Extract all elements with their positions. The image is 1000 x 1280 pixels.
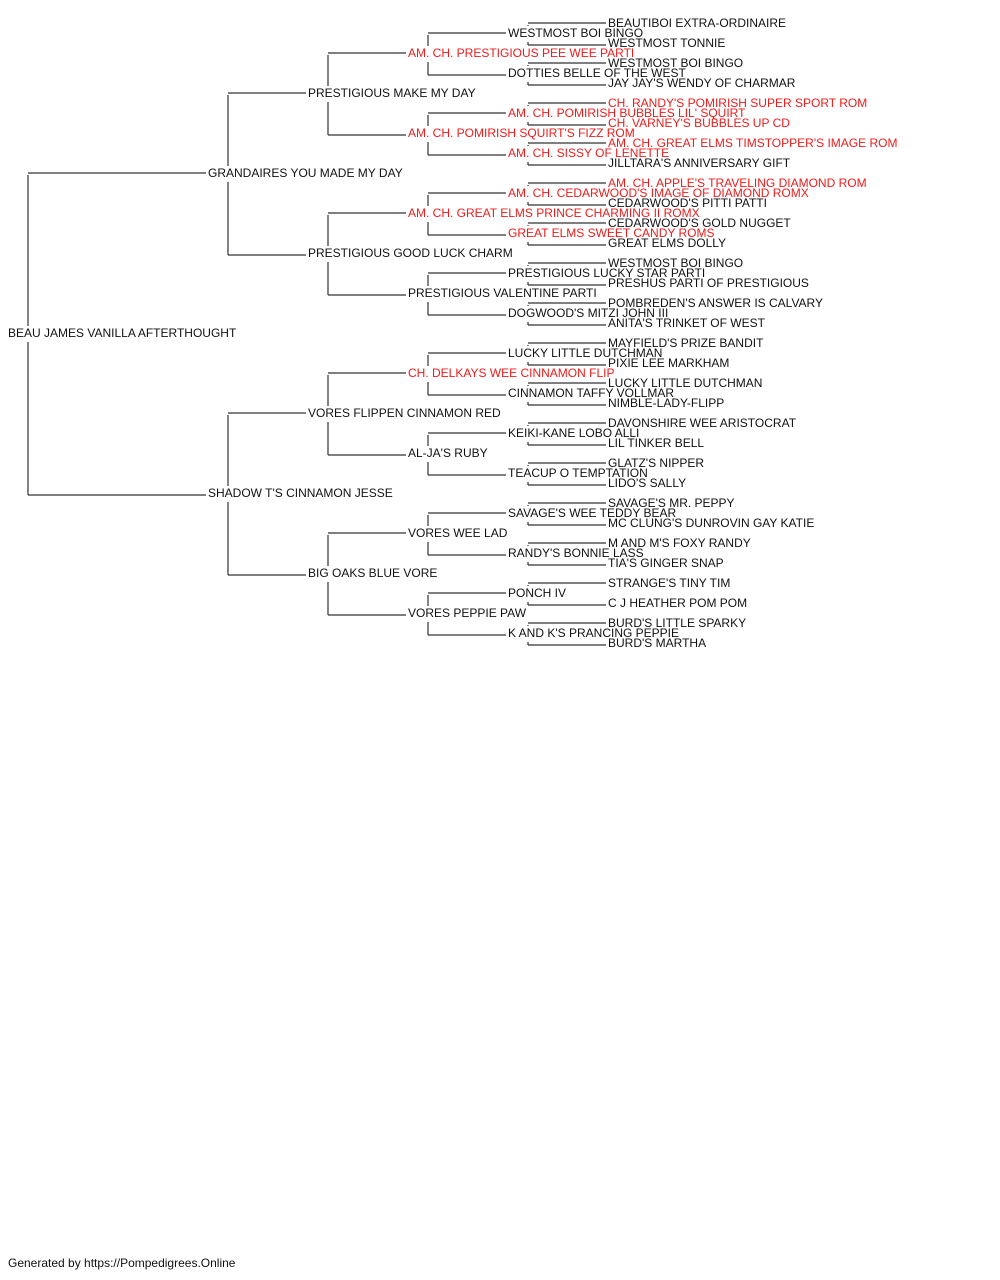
ancestor-name-root-sire-dam-dam-sire-dam: PRESHUS PARTI OF PRESTIGIOUS [608,276,809,290]
ancestor-name-root-dam-dam-sire-dam-dam: TIA'S GINGER SNAP [608,556,724,570]
ancestor-name-root-sire-sire-dam-dam-sire: AM. CH. GREAT ELMS TIMSTOPPER'S IMAGE RO… [608,136,897,150]
ancestor-name-root-sire-sire-dam-dam-dam: JILLTARA'S ANNIVERSARY GIFT [608,156,791,170]
ancestor-name-root-dam-sire-dam-sire-sire: DAVONSHIRE WEE ARISTOCRAT [608,416,797,430]
ancestor-name-root-sire-dam-sire-sire-sire: AM. CH. APPLE'S TRAVELING DIAMOND ROM [608,176,867,190]
ancestor-name-root-dam-dam-dam-sire: PONCH IV [508,586,566,600]
ancestor-name-root-sire-dam-dam-dam: DOGWOOD'S MITZI JOHN III [508,306,668,320]
ancestor-name-root-dam-dam-dam-sire-dam: C J HEATHER POM POM [608,596,747,610]
ancestor-name-root-sire-sire-dam-sire: AM. CH. POMIRISH BUBBLES LIL' SQUIRT [508,106,746,120]
ancestor-name-root-sire-sire-sire: AM. CH. PRESTIGIOUS PEE WEE PARTI [408,46,634,60]
ancestor-name-root-dam-dam-dam: VORES PEPPIE PAW [408,606,527,620]
ancestor-name-root-sire-dam-dam: PRESTIGIOUS VALENTINE PARTI [408,286,597,300]
ancestor-name-root-sire-dam-dam-sire: PRESTIGIOUS LUCKY STAR PARTI [508,266,705,280]
generated-by-footer: Generated by https://Pompedigrees.Online [8,1256,236,1270]
ancestor-name-root-sire-sire-sire-dam-dam: JAY JAY'S WENDY OF CHARMAR [608,76,796,90]
ancestor-name-root-sire-sire-sire-dam: DOTTIES BELLE OF THE WEST [508,66,686,80]
subject-dog-name: BEAU JAMES VANILLA AFTERTHOUGHT [8,326,237,340]
ancestor-name-root-dam-dam-dam-dam-dam: BURD'S MARTHA [608,636,706,650]
ancestor-name-root-sire-dam-sire: AM. CH. GREAT ELMS PRINCE CHARMING II RO… [408,206,700,220]
ancestor-name-root-sire-dam-sire-dam-sire: CEDARWOOD'S GOLD NUGGET [608,216,791,230]
ancestor-name-root-sire-dam-dam-sire-sire: WESTMOST BOI BINGO [608,256,743,270]
ancestor-name-root-dam-sire-sire-sire-dam: PIXIE LEE MARKHAM [608,356,729,370]
ancestor-name-root-sire-dam-dam-dam-sire: POMBREDEN'S ANSWER IS CALVARY [608,296,823,310]
ancestor-name-root-sire-sire-sire-sire-dam: WESTMOST TONNIE [608,36,725,50]
ancestor-name-root-sire-sire-dam-sire-sire: CH. RANDY'S POMIRISH SUPER SPORT ROM [608,96,867,110]
ancestor-name-root-dam: SHADOW T'S CINNAMON JESSE [208,486,393,500]
ancestor-name-root-dam-sire-sire-sire: LUCKY LITTLE DUTCHMAN [508,346,662,360]
ancestor-name-root-dam-sire-dam-dam: TEACUP O TEMPTATION [508,466,648,480]
ancestor-name-root-dam-dam-sire-dam: RANDY'S BONNIE LASS [508,546,644,560]
ancestor-name-root-dam-sire-dam-sire-dam: LIL TINKER BELL [608,436,704,450]
ancestor-name-root-sire-sire-dam: AM. CH. POMIRISH SQUIRT'S FIZZ ROM [408,126,635,140]
ancestor-name-root-dam-sire: VORES FLIPPEN CINNAMON RED [308,406,501,420]
ancestor-name-root-dam-dam-sire-sire-dam: MC CLUNG'S DUNROVIN GAY KATIE [608,516,814,530]
ancestor-name-root-sire-dam-sire-sire: AM. CH. CEDARWOOD'S IMAGE OF DIAMOND ROM… [508,186,809,200]
ancestor-name-root-sire-sire-sire-sire: WESTMOST BOI BINGO [508,26,643,40]
ancestor-name-root-sire-dam-sire-dam-dam: GREAT ELMS DOLLY [608,236,726,250]
ancestor-name-root-sire-sire-sire-sire-sire: BEAUTIBOI EXTRA-ORDINAIRE [608,16,786,30]
ancestor-name-root-sire-dam-sire-sire-dam: CEDARWOOD'S PITTI PATTI [608,196,767,210]
ancestor-name-root-dam-dam: BIG OAKS BLUE VORE [308,566,437,580]
ancestor-name-root-dam-sire-sire-dam-dam: NIMBLE-LADY-FLIPP [608,396,724,410]
ancestor-name-root-dam-dam-sire: VORES WEE LAD [408,526,508,540]
ancestor-name-root-dam-dam-dam-sire-sire: STRANGE'S TINY TIM [608,576,730,590]
ancestor-name-root-dam-sire-sire-dam-sire: LUCKY LITTLE DUTCHMAN [608,376,762,390]
ancestor-name-root-sire-sire: PRESTIGIOUS MAKE MY DAY [308,86,476,100]
ancestor-name-root-dam-dam-dam-dam-sire: BURD'S LITTLE SPARKY [608,616,746,630]
ancestor-name-root-dam-sire-sire-sire-sire: MAYFIELD'S PRIZE BANDIT [608,336,764,350]
ancestor-name-root-dam-dam-sire-dam-sire: M AND M'S FOXY RANDY [608,536,751,550]
ancestor-name-root-sire: GRANDAIRES YOU MADE MY DAY [208,166,403,180]
ancestor-name-root-sire-dam-dam-dam-dam: ANITA'S TRINKET OF WEST [608,316,766,330]
ancestor-name-root-dam-dam-dam-dam: K AND K'S PRANCING PEPPIE [508,626,679,640]
ancestor-name-root-dam-dam-sire-sire-sire: SAVAGE'S MR. PEPPY [608,496,735,510]
ancestor-name-root-dam-sire-dam-dam-sire: GLATZ'S NIPPER [608,456,704,470]
pedigree-name-labels: BEAU JAMES VANILLA AFTERTHOUGHT GRANDAIRE… [8,16,897,650]
pedigree-connector-lines [27,22,606,646]
ancestor-name-root-sire-dam: PRESTIGIOUS GOOD LUCK CHARM [308,246,513,260]
ancestor-name-root-dam-sire-dam-sire: KEIKI-KANE LOBO ALLI [508,426,639,440]
ancestor-name-root-sire-sire-dam-sire-dam: CH. VARNEY'S BUBBLES UP CD [608,116,790,130]
ancestor-name-root-dam-sire-sire: CH. DELKAYS WEE CINNAMON FLIP [408,366,614,380]
ancestor-name-root-dam-sire-sire-dam: CINNAMON TAFFY VOLLMAR [508,386,674,400]
ancestor-name-root-dam-dam-sire-sire: SAVAGE'S WEE TEDDY BEAR [508,506,676,520]
ancestor-name-root-sire-sire-dam-dam: AM. CH. SISSY OF LENETTE [508,146,669,160]
ancestor-name-root-sire-sire-sire-dam-sire: WESTMOST BOI BINGO [608,56,743,70]
ancestor-name-root-dam-sire-dam: AL-JA'S RUBY [408,446,488,460]
ancestor-name-root-sire-dam-sire-dam: GREAT ELMS SWEET CANDY ROMS [508,226,714,240]
ancestor-name-root-dam-sire-dam-dam-dam: LIDO'S SALLY [608,476,686,490]
